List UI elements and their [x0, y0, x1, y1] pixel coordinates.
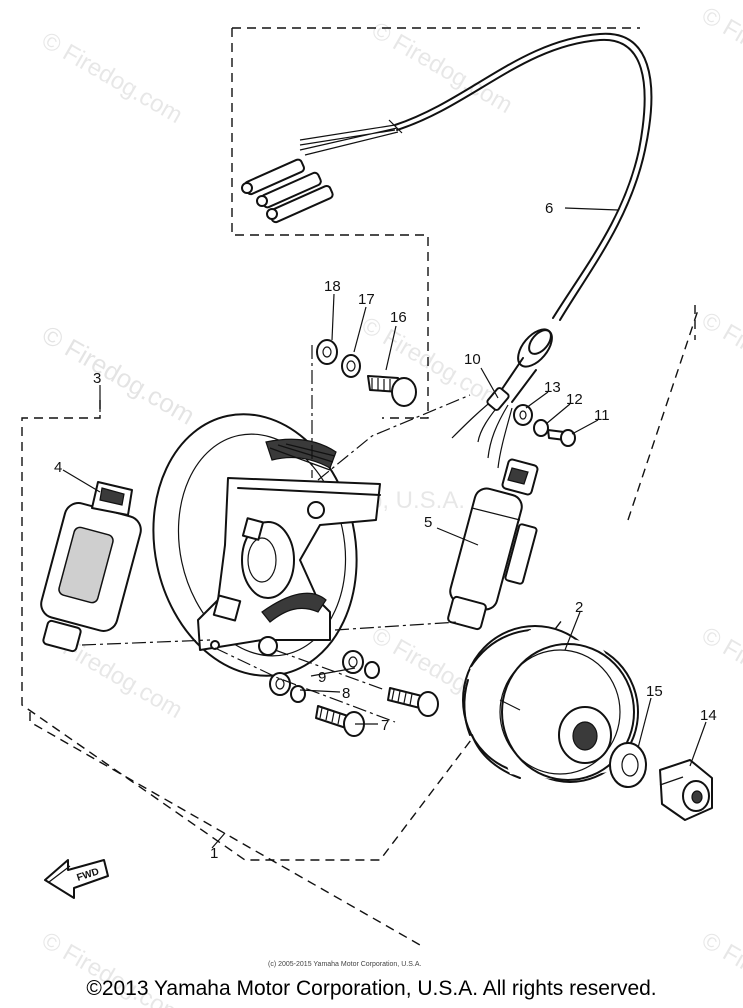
watermark-top-right: © Firedog.com	[697, 2, 743, 104]
part-2-rotor	[462, 625, 639, 783]
footer-copyright: ©2013 Yamaha Motor Corporation, U.S.A. A…	[86, 977, 657, 1000]
part-14-nut	[659, 759, 713, 821]
leader-lines	[62, 207, 707, 849]
part-16-screw	[367, 375, 417, 407]
stator-assembly	[152, 413, 381, 677]
fwd-arrow-icon: FWD	[44, 859, 109, 899]
callout-3: 3	[93, 370, 101, 387]
callouts: 6 18 17 16 10 13 12 11 3 4 5 2 15 14 9 8…	[54, 200, 717, 862]
watermark-prominent: © Firedog.com	[37, 319, 200, 430]
callout-9: 9	[318, 669, 326, 686]
callout-6: 6	[545, 200, 553, 217]
part-15-washer	[609, 742, 647, 788]
part-18-washer	[316, 339, 338, 365]
small-copyright: (c) 2005-2015 Yamaha Motor Corporation, …	[268, 961, 421, 968]
callout-1: 1	[210, 845, 218, 862]
watermark-right: © Firedog.com	[697, 307, 743, 409]
callout-13: 13	[544, 379, 561, 396]
harness-group-boundary	[231, 27, 640, 419]
callout-12: 12	[566, 391, 583, 408]
callout-2: 2	[575, 599, 583, 616]
callout-17: 17	[358, 291, 375, 308]
callout-8: 8	[342, 685, 350, 702]
watermark-layer: © Firedog.com © Firedog.com © Firedog.co…	[37, 2, 743, 1008]
callout-7: 7	[381, 717, 389, 734]
part-11-screw	[547, 429, 576, 447]
watermark-top-left: © Firedog.com	[37, 27, 187, 129]
part-5-coil	[447, 458, 539, 631]
part-9-washers	[342, 650, 380, 679]
part-6-lead-wire	[241, 32, 653, 469]
callout-5: 5	[424, 514, 432, 531]
callout-4: 4	[54, 459, 62, 476]
part-17-washer	[341, 354, 361, 378]
part-13-washer	[513, 404, 533, 426]
assembly-centerlines	[81, 345, 471, 723]
part-12-washer	[533, 419, 549, 437]
base-boundary	[29, 712, 421, 946]
stator-assembly-boundary	[21, 400, 563, 861]
watermark-center: © Firedog.com	[357, 312, 507, 414]
callout-14: 14	[700, 707, 717, 724]
callout-16: 16	[390, 309, 407, 326]
callout-11: 11	[594, 407, 610, 424]
callout-15: 15	[646, 683, 663, 700]
callout-10: 10	[464, 351, 481, 368]
callout-18: 18	[324, 278, 341, 295]
part-8-washers	[269, 672, 306, 703]
part-4-unit	[40, 481, 142, 653]
stator-assembly-boundary-right	[627, 309, 699, 521]
part-7-screws	[315, 687, 439, 737]
